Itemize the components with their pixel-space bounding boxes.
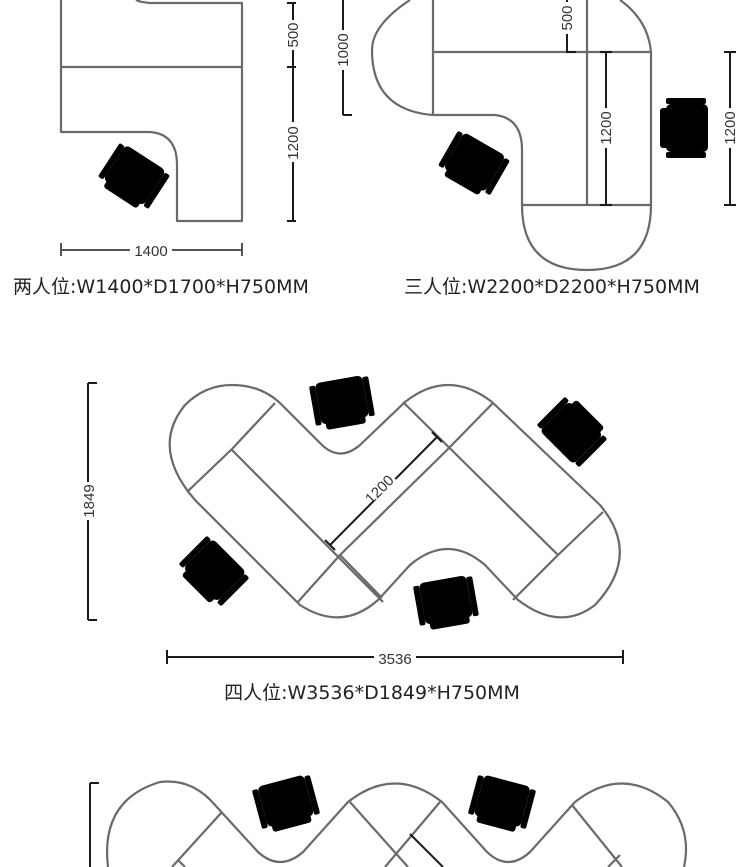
desk-dividers [431, 0, 651, 207]
dimension-width: 3536 [166, 649, 624, 668]
three-seat-layout: 500 1200 1200 三人位:W2200*D2200*H750MM [370, 0, 739, 298]
dimension-1200-outer: 1200 [721, 51, 739, 206]
dimension-width: 1400 [60, 242, 243, 260]
chair-icon [94, 141, 172, 215]
two-seat-layout: 500 1200 1000 1400 两人位:W1400*D1700*H750M… [13, 0, 352, 298]
desk-dividers [171, 801, 623, 867]
svg-text:1400: 1400 [134, 243, 167, 260]
chair-icon [466, 772, 537, 835]
four-seat-desk [168, 383, 621, 619]
four-seat-caption: 四人位:W3536*D1849*H750MM [224, 682, 520, 704]
chair-icon [435, 128, 511, 201]
chair-icon [535, 392, 612, 469]
svg-text:1200: 1200 [598, 111, 615, 144]
svg-text:1849: 1849 [81, 484, 98, 517]
chair-icon [660, 98, 708, 158]
svg-text:1000: 1000 [335, 33, 352, 66]
two-seat-desk [59, 0, 244, 223]
six-seat-desk [106, 780, 688, 867]
chair-icon [308, 374, 377, 432]
dimension-1200: 1200 [324, 431, 443, 551]
dimension-lines [89, 782, 444, 867]
svg-text:1200: 1200 [722, 111, 739, 144]
dimension-1200-inner: 1200 [597, 51, 615, 206]
four-seat-layout: 1200 1849 3536 四人位:W3536*D1849*H750MM [79, 374, 624, 704]
three-seat-caption: 三人位:W2200*D2200*H750MM [404, 276, 700, 298]
desk-dividers [186, 401, 604, 604]
two-seat-caption: 两人位:W1400*D1700*H750MM [13, 276, 309, 298]
dim-1200: 1200 [285, 126, 302, 159]
chair-icon [412, 574, 481, 632]
svg-text:3536: 3536 [378, 651, 411, 668]
six-seat-layout-partial [89, 772, 688, 867]
dimension-1000: 1000 [334, 0, 352, 116]
chair-icon [251, 772, 322, 835]
svg-text:500: 500 [559, 5, 576, 30]
dim-500: 500 [285, 22, 302, 47]
dimension-500: 500 [558, 0, 576, 53]
dimension-vertical: 500 1200 [284, 2, 302, 222]
dimension-depth: 1849 [79, 382, 98, 621]
